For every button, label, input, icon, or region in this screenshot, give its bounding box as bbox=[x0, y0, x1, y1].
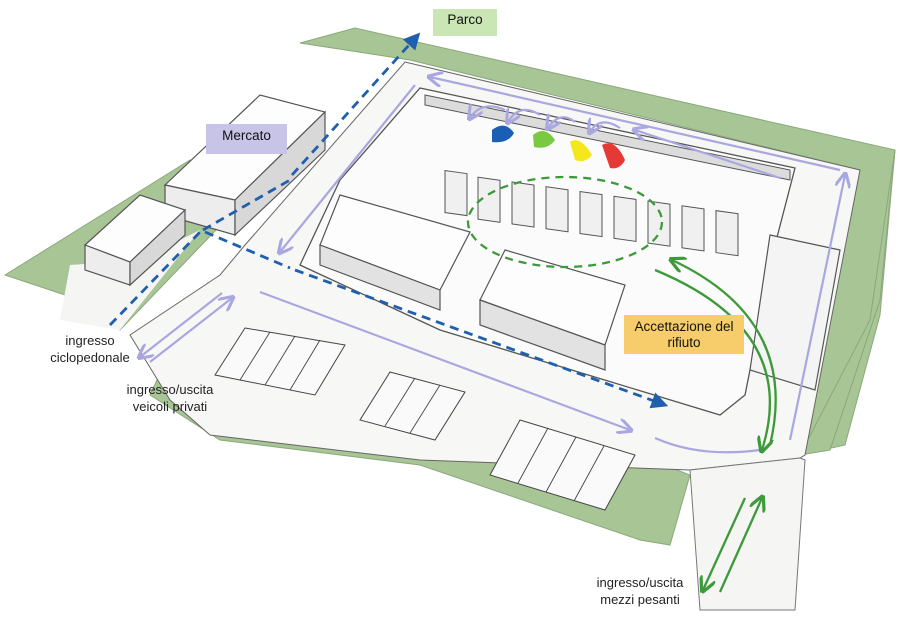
waste-acceptance-zone bbox=[466, 175, 664, 269]
cycle-label-line2: ciclopedonale bbox=[50, 349, 130, 365]
heavy-vehicle-flow bbox=[466, 175, 777, 593]
heavy-vehicles-label: ingresso/uscita mezzi pesanti bbox=[560, 575, 720, 609]
market-building-side bbox=[234, 110, 326, 237]
parking-areas bbox=[214, 327, 636, 511]
bay-4 bbox=[545, 186, 569, 233]
bike-path-lower bbox=[108, 231, 202, 326]
bay-1 bbox=[444, 169, 468, 217]
flow-arrow-north bbox=[430, 77, 841, 172]
flow-arrow-bay-c bbox=[508, 110, 541, 122]
inner-sheds bbox=[319, 194, 841, 391]
flow-arrow-west-down bbox=[280, 84, 416, 252]
small-building-side bbox=[129, 208, 186, 287]
flow-arrow-bay-a bbox=[590, 122, 621, 132]
private-entry-arrow-in bbox=[149, 298, 232, 363]
parking-area-3 bbox=[489, 419, 636, 511]
bay-3 bbox=[511, 181, 535, 228]
flow-arrow-bay-d bbox=[470, 106, 506, 118]
bin-yellow-marker bbox=[570, 140, 592, 162]
flow-arrow-east-up bbox=[788, 175, 845, 441]
bay-2 bbox=[477, 176, 501, 223]
cycle-pedestrian-entrance-label: ingresso ciclopedonale bbox=[30, 333, 150, 367]
access-road-south bbox=[689, 457, 806, 611]
bike-path-mid bbox=[202, 178, 291, 232]
heavy-label-line1: ingresso/uscita bbox=[596, 575, 684, 590]
green-area-east bbox=[799, 149, 896, 456]
private-label-line2: veicoli privati bbox=[132, 398, 208, 414]
bay-7 bbox=[647, 200, 671, 247]
bike-path-north bbox=[290, 32, 421, 176]
bay-5 bbox=[579, 190, 603, 238]
bin-blue-marker bbox=[492, 125, 514, 143]
bike-path-connector bbox=[204, 230, 291, 270]
bay-8 bbox=[681, 205, 705, 252]
heavy-flow-out bbox=[654, 268, 770, 450]
parking-area-1 bbox=[214, 327, 346, 396]
flow-arrow-bays bbox=[635, 130, 781, 180]
cycle-label-line1: ingresso bbox=[65, 333, 115, 348]
private-exit-arrow-out bbox=[140, 292, 223, 357]
shed-east bbox=[749, 234, 841, 391]
bin-green-marker bbox=[533, 131, 555, 148]
waste-acceptance-tag: Accettazione del rifiuto bbox=[624, 315, 744, 355]
heavy-exit-arrow-out bbox=[703, 497, 747, 590]
shed-left-front bbox=[319, 244, 441, 311]
private-vehicles-label: ingresso/uscita veicoli privati bbox=[100, 382, 240, 416]
flow-arrow-bay-b bbox=[548, 117, 576, 128]
green-area-north bbox=[299, 27, 896, 456]
park-tag: Parco bbox=[433, 9, 497, 36]
cycle-pedestrian-path bbox=[108, 32, 669, 409]
bin-red-marker bbox=[602, 143, 625, 169]
private-vehicle-flow bbox=[140, 77, 845, 454]
flow-arrow-main-road bbox=[259, 290, 630, 430]
bay-6 bbox=[613, 195, 637, 242]
flow-arrow-loop-south bbox=[654, 436, 761, 454]
waste-bins bbox=[492, 125, 625, 169]
heavy-label-line2: mezzi pesanti bbox=[600, 591, 680, 607]
heavy-flow-in bbox=[672, 260, 777, 446]
private-label-line1: ingresso/uscita bbox=[126, 382, 214, 397]
shed-right-front bbox=[479, 299, 606, 371]
bay-9 bbox=[715, 210, 739, 257]
heavy-entry-arrow-in bbox=[718, 498, 762, 593]
bike-path-along-road bbox=[294, 268, 669, 409]
market-tag: Mercato bbox=[206, 124, 287, 154]
